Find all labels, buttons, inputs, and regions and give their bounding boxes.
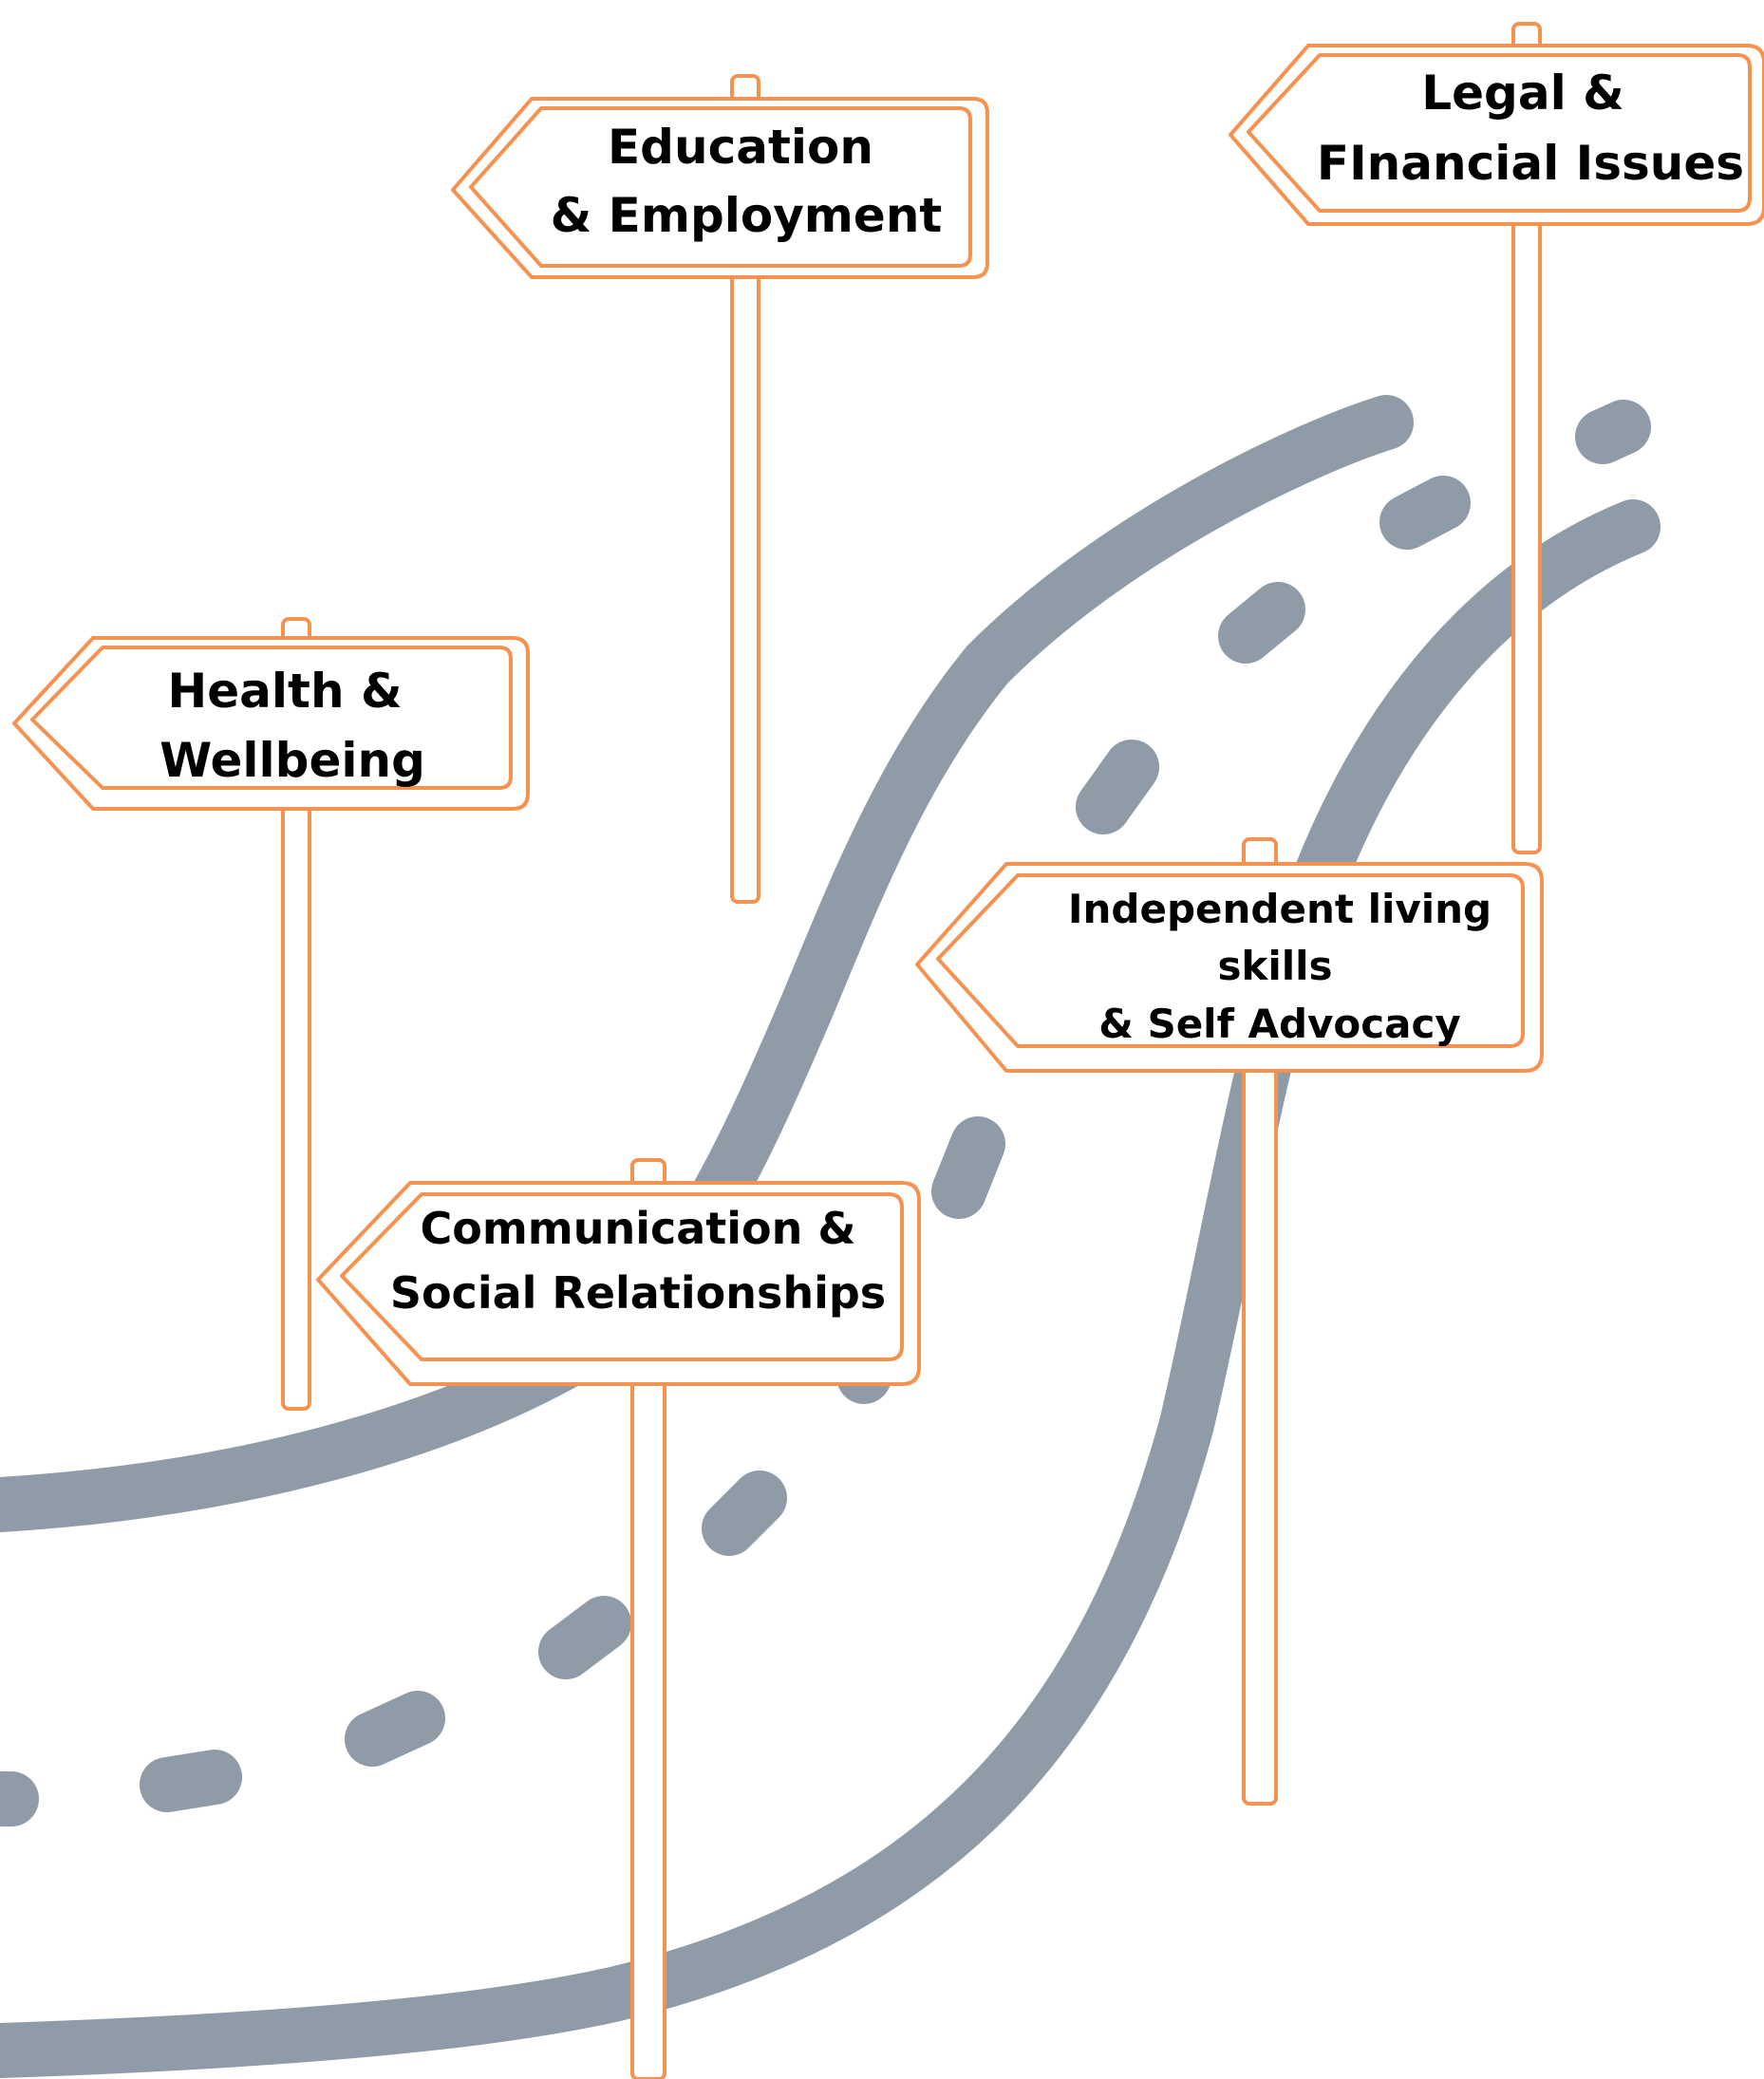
road-dash [1575,400,1651,464]
road-dash [702,1470,787,1556]
sign-label: Communication & [420,1203,855,1254]
sign-board [1247,53,1752,213]
road-edge-lower [0,499,1661,2078]
sign-board [30,646,513,790]
signpost-pole [730,74,760,904]
sign-label: Wellbeing [160,733,425,788]
sign-board [936,873,1525,1048]
sign-label: skills [1217,943,1332,989]
sign-label: Social Relationships [390,1267,886,1319]
sign-label: Education [608,120,873,175]
road-dash [1379,476,1471,550]
road-dash [1076,740,1159,834]
sign-board [340,1192,904,1361]
road-edge-upper [0,395,1414,1532]
sign-label: Independent living [1068,886,1492,932]
signpost-pole [281,617,311,1411]
road-dash [538,1596,631,1679]
signpost-pole [630,1158,666,2079]
sign-label: FInancial Issues [1317,136,1744,191]
sign-communication-social: Communication & Social Relationships [316,1158,921,2079]
road-dash [1218,582,1305,664]
sign-health-wellbeing: Health & Wellbeing [12,617,530,1411]
road-dash [345,1691,445,1767]
sign-label: Legal & [1421,66,1623,121]
sign-label: Health & [167,664,402,719]
sign-legal-financial: Legal & FInancial Issues [1229,22,1764,854]
sign-education-employment: Education & Employment [451,74,989,904]
sign-label: & Employment [551,188,943,243]
signpost-pole [1511,22,1542,854]
sign-independent-living: Independent living skills & Self Advocac… [915,837,1544,1806]
sign-label: & Self Advocacy [1098,1001,1461,1047]
winding-road [0,395,1661,2078]
road-dash [140,1750,242,1812]
road-center-dashes [0,400,1651,1826]
sign-board [469,106,972,268]
signpost-pole [1242,837,1278,1806]
road-dash [931,1116,1005,1219]
